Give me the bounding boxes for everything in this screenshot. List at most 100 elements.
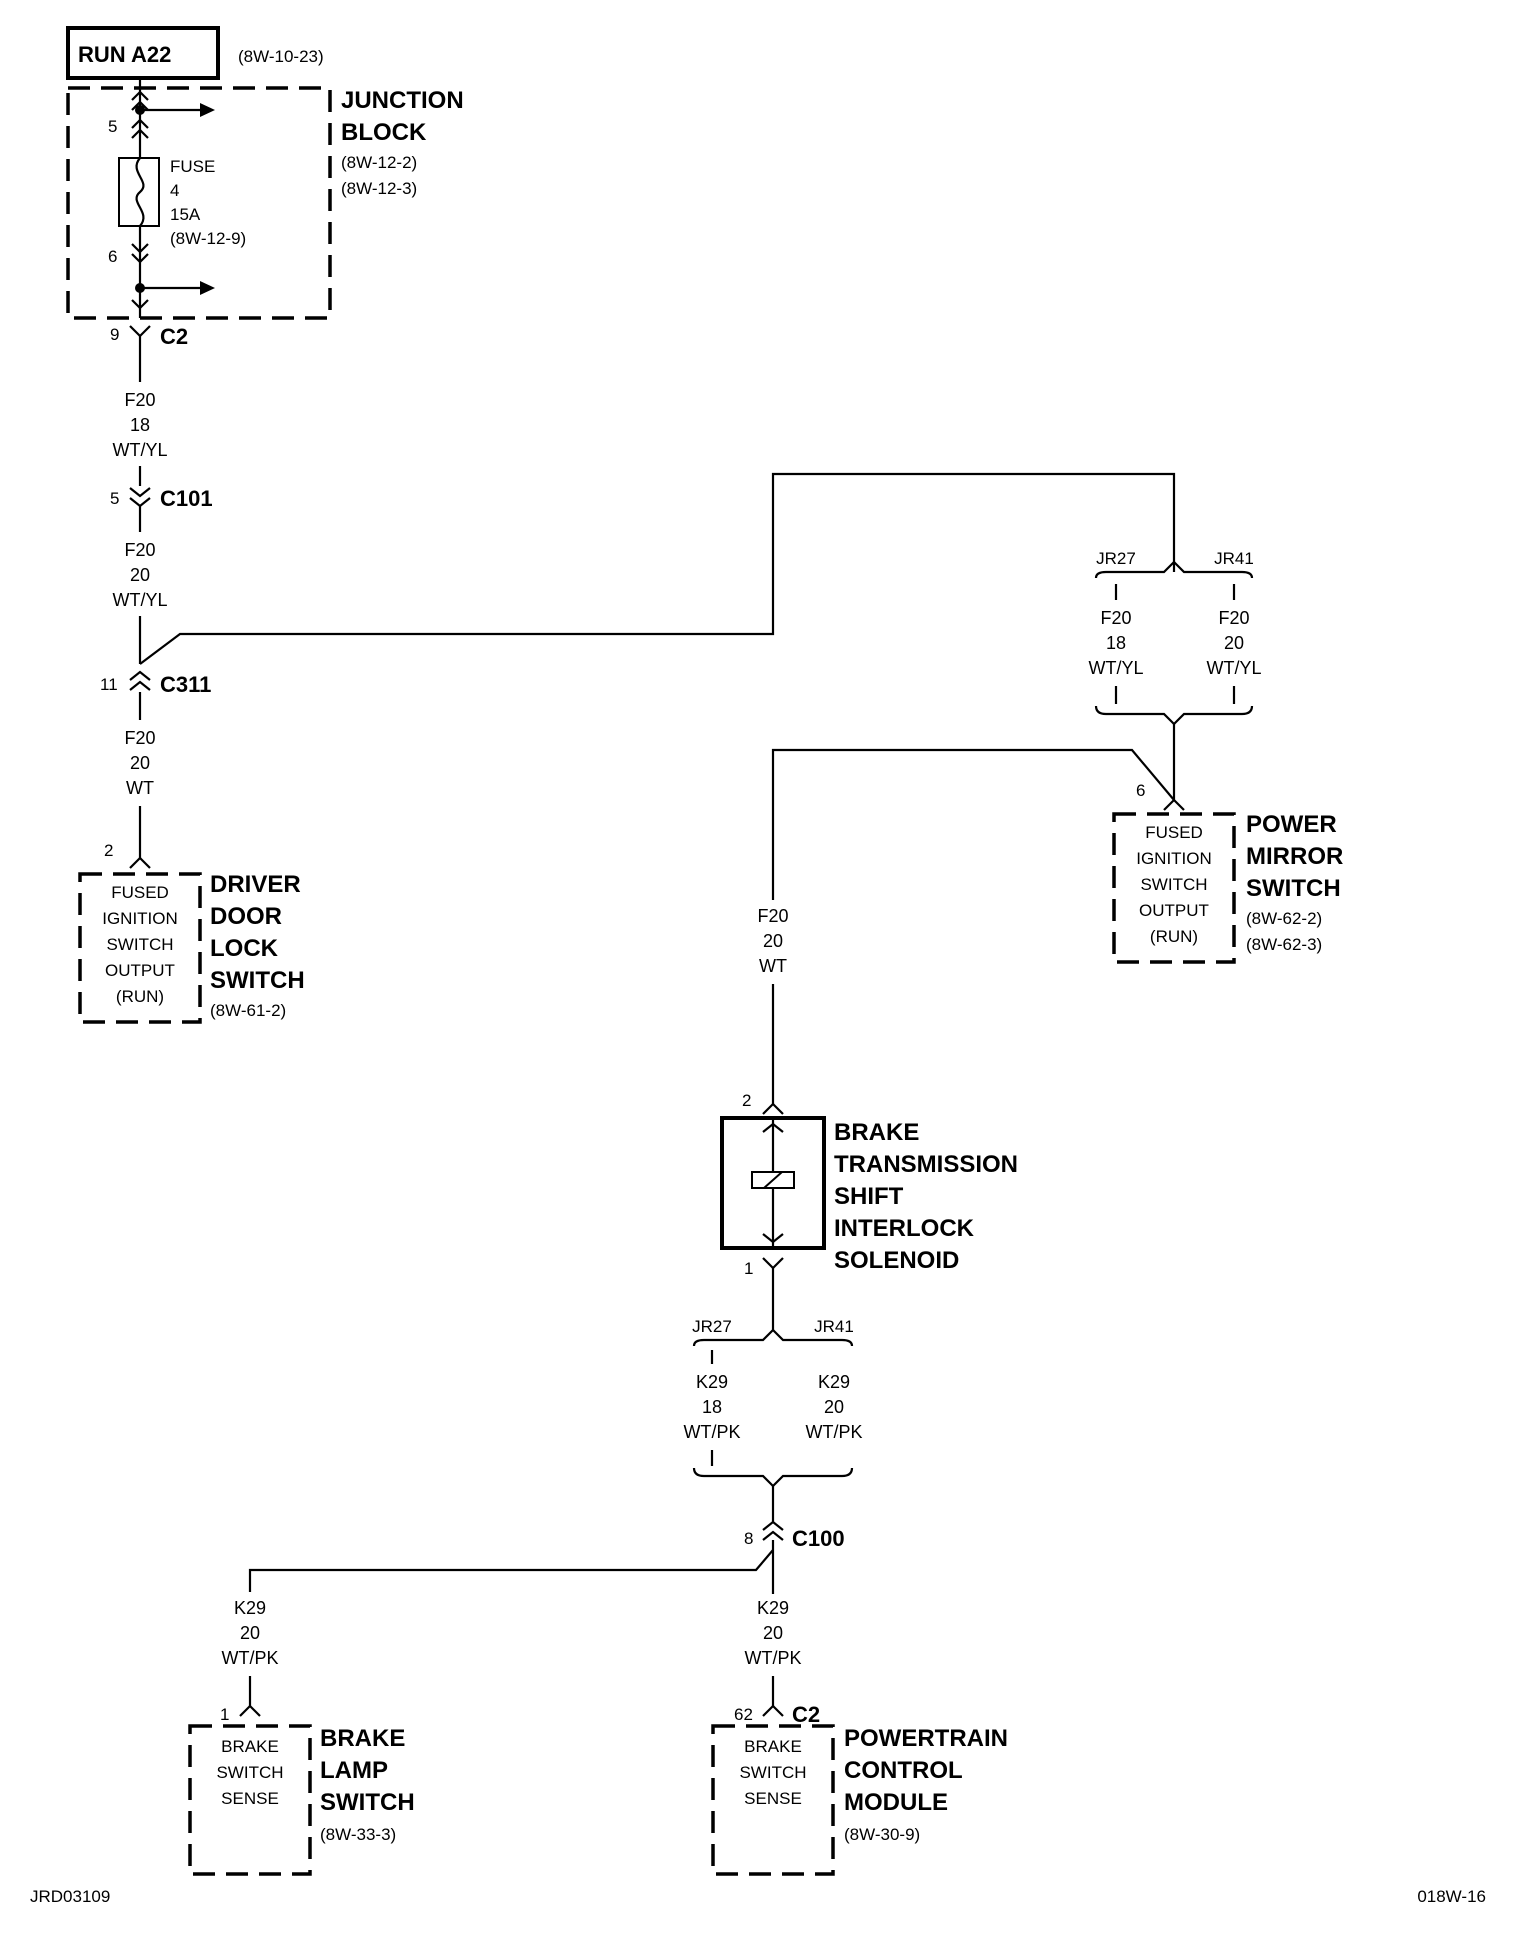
brake-lamp-switch-inside-2: SWITCH	[216, 1763, 283, 1782]
run-a22-label: RUN A22	[78, 42, 171, 67]
brake-lamp-wire-gauge: 20	[240, 1623, 260, 1643]
mirror-split-right-label: JR41	[1214, 549, 1254, 568]
c101-chevron-1	[129, 487, 151, 498]
c311-chevron-1	[129, 670, 151, 681]
pcm-title-2: CONTROL	[844, 1757, 963, 1784]
solenoid-internal-chevron-bottom	[762, 1233, 784, 1244]
driver-switch-outline	[78, 872, 202, 1024]
jb-pin-out: 6	[108, 247, 117, 266]
fuse-element	[135, 157, 145, 227]
pcm-title-3: MODULE	[844, 1789, 948, 1816]
driver-switch-title-3: LOCK	[210, 935, 279, 962]
mirror-right-wire-gauge: 20	[1224, 633, 1244, 653]
brake-lamp-switch-inside-1: BRAKE	[221, 1737, 279, 1756]
jb-chevron-bottom	[131, 299, 149, 310]
jb-chevron-6a	[131, 243, 149, 254]
pcm-ref: (8W-30-9)	[844, 1825, 920, 1844]
solenoid-title-2: TRANSMISSION	[834, 1151, 1018, 1178]
jb-arrow-bottom	[200, 281, 215, 295]
c2-top-name: C2	[160, 324, 188, 349]
run-a22-box	[66, 26, 220, 80]
c100-chevron-1	[762, 1520, 784, 1531]
driver-switch-connector	[129, 856, 151, 869]
brake-lamp-switch-connector	[239, 1704, 261, 1717]
pcm-title-1: POWERTRAIN	[844, 1725, 1008, 1752]
junction-block-ref-1: (8W-12-2)	[341, 153, 417, 172]
driver-switch-inside-2: IGNITION	[102, 909, 178, 928]
driver-switch-inside-5: (RUN)	[116, 987, 164, 1006]
fuse-label: FUSE	[170, 157, 215, 176]
wire-c100-to-brake-lamp-upper	[248, 1549, 774, 1592]
driver-switch-title-2: DOOR	[210, 903, 282, 930]
mirror-right-wire-circuit: F20	[1218, 608, 1249, 628]
brake-lamp-switch-ref: (8W-33-3)	[320, 1825, 396, 1844]
brake-lamp-wire-circuit: K29	[234, 1598, 266, 1618]
solenoid-title-1: BRAKE	[834, 1119, 919, 1146]
mirror-switch-inside-3: SWITCH	[1140, 875, 1207, 894]
c311-pin: 11	[100, 675, 118, 694]
mirror-split-bottom-bracket	[1094, 705, 1254, 726]
wire-1-color: WT/YL	[112, 440, 167, 460]
k29-right-wire-gauge: 20	[824, 1397, 844, 1417]
mirror-switch-title-3: SWITCH	[1246, 875, 1341, 902]
mirror-left-wire-circuit: F20	[1100, 608, 1131, 628]
brake-lamp-switch-title-2: LAMP	[320, 1757, 388, 1784]
mirror-split-top-bracket	[1094, 560, 1254, 579]
fuse-rating: 15A	[170, 205, 201, 224]
pcm-connector	[762, 1704, 784, 1717]
solenoid-in-wire-circuit: F20	[757, 906, 788, 926]
brake-lamp-switch-title-1: BRAKE	[320, 1725, 405, 1752]
wire-2-circuit: F20	[124, 540, 155, 560]
fuse-ref: (8W-12-9)	[170, 229, 246, 248]
k29-split-left-label: JR27	[692, 1317, 732, 1336]
brake-lamp-switch-title-3: SWITCH	[320, 1789, 415, 1816]
k29-left-wire-circuit: K29	[696, 1372, 728, 1392]
mirror-switch-outline	[1112, 812, 1236, 964]
c100-name: C100	[792, 1526, 845, 1551]
k29-left-wire-gauge: 18	[702, 1397, 722, 1417]
run-a22-ref: (8W-10-23)	[238, 47, 324, 66]
c311-chevron-2	[129, 680, 151, 691]
mirror-switch-ref-1: (8W-62-2)	[1246, 909, 1322, 928]
driver-switch-ref: (8W-61-2)	[210, 1001, 286, 1020]
junction-block-title-1: JUNCTION	[341, 87, 464, 114]
wire-3-circuit: F20	[124, 728, 155, 748]
pcm-wire-circuit: K29	[757, 1598, 789, 1618]
mirror-switch-title-2: MIRROR	[1246, 843, 1343, 870]
mirror-switch-pin: 6	[1136, 781, 1145, 800]
jb-pin-in: 5	[108, 117, 117, 136]
c311-name: C311	[160, 672, 211, 697]
mirror-switch-inside-4: OUTPUT	[1139, 901, 1209, 920]
driver-switch-inside-4: OUTPUT	[105, 961, 175, 980]
wire-mirror-feed	[139, 472, 1176, 665]
driver-switch-inside-3: SWITCH	[106, 935, 173, 954]
brake-lamp-switch-outline	[188, 1724, 312, 1876]
solenoid-title-3: SHIFT	[834, 1183, 904, 1210]
solenoid-in-wire-color: WT	[759, 956, 787, 976]
mirror-switch-connector	[1163, 798, 1185, 811]
wire-solenoid-feed-upper	[771, 748, 1175, 900]
pcm-inside-3: SENSE	[744, 1789, 802, 1808]
wire-1-circuit: F20	[124, 390, 155, 410]
wire-3-gauge: 20	[130, 753, 150, 773]
junction-block-title-2: BLOCK	[341, 119, 427, 146]
pcm-wire-gauge: 20	[763, 1623, 783, 1643]
driver-switch-title-4: SWITCH	[210, 967, 305, 994]
c100-chevron-2	[762, 1530, 784, 1541]
solenoid-pin-bottom: 1	[744, 1259, 753, 1278]
pcm-outline	[711, 1724, 835, 1876]
wire-1-gauge: 18	[130, 415, 150, 435]
mirror-switch-title-1: POWER	[1246, 811, 1337, 838]
brake-lamp-switch-pin: 1	[220, 1705, 229, 1724]
solenoid-connector-bottom	[762, 1257, 784, 1270]
c101-chevron-2	[129, 497, 151, 508]
c101-pin: 5	[110, 489, 119, 508]
junction-block-outline	[66, 86, 332, 320]
solenoid-coil-slash	[763, 1171, 783, 1189]
solenoid-title-5: SOLENOID	[834, 1247, 959, 1274]
k29-left-wire-color: WT/PK	[684, 1422, 741, 1442]
jb-chevron-in-1	[131, 90, 149, 101]
mirror-right-wire-color: WT/YL	[1206, 658, 1261, 678]
wire-2-color: WT/YL	[112, 590, 167, 610]
